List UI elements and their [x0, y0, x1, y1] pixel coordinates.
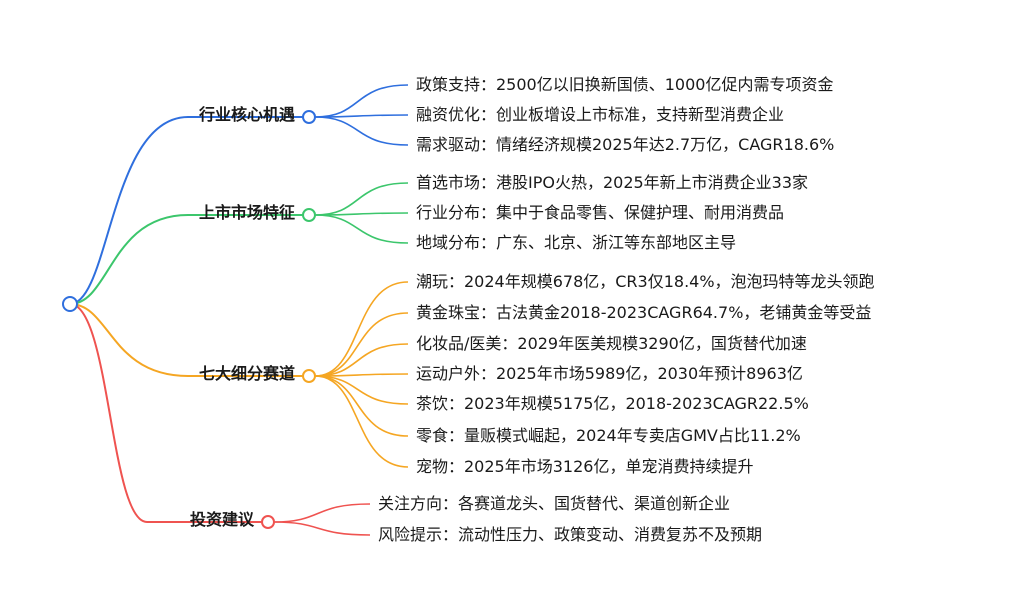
leaf-item: 融资优化：创业板增设上市标准，支持新型消费企业	[416, 105, 785, 124]
edge-branch-2-leaf-5	[314, 375, 409, 437]
leaf-item: 首选市场：港股IPO火热，2025年新上市消费企业33家	[416, 173, 809, 192]
edge-root-to-1	[69, 214, 189, 305]
edge-branch-1-leaf-2	[314, 214, 409, 244]
edge-branch-2-leaf-6	[314, 375, 409, 468]
root-node-icon	[62, 296, 78, 312]
edge-root-to-0	[69, 116, 189, 305]
leaf-item: 零食：量贩模式崛起，2024年专卖店GMV占比11.2%	[416, 426, 801, 445]
branch-node-icon	[261, 515, 275, 529]
branch-label: 投资建议	[189, 510, 254, 529]
edge-branch-2-leaf-3	[314, 373, 409, 377]
leaf-item: 茶饮：2023年规模5175亿，2018-2023CAGR22.5%	[416, 394, 809, 413]
edge-branch-2-leaf-0	[314, 281, 409, 377]
edge-branch-0-leaf-0	[314, 84, 409, 118]
leaf-item: 化妆品/医美：2029年医美规模3290亿，国货替代加速	[416, 334, 807, 353]
edge-root-to-3	[69, 303, 148, 523]
edge-branch-2-leaf-1	[314, 312, 409, 377]
edge-branch-2-leaf-2	[314, 343, 409, 377]
leaf-item: 潮玩：2024年规模678亿，CR3仅18.4%，泡泡玛特等龙头领跑	[416, 272, 875, 291]
edge-branch-1-leaf-0	[314, 182, 409, 216]
leaf-item: 宠物：2025年市场3126亿，单宠消费持续提升	[416, 457, 754, 476]
branch-label: 上市市场特征	[198, 203, 295, 222]
leaf-item: 关注方向：各赛道龙头、国货替代、渠道创新企业	[378, 494, 731, 513]
leaf-item: 政策支持：2500亿以旧换新国债、1000亿促内需专项资金	[416, 75, 834, 94]
leaf-item: 风险提示：流动性压力、政策变动、消费复苏不及预期	[378, 525, 763, 544]
edge-branch-0-leaf-1	[314, 114, 409, 118]
branch-node-icon	[302, 208, 316, 222]
branch-node-icon	[302, 110, 316, 124]
leaf-item: 需求驱动：情绪经济规模2025年达2.7万亿，CAGR18.6%	[416, 135, 835, 154]
branch-label: 七大细分赛道	[198, 364, 295, 383]
edge-root-to-2	[69, 303, 189, 377]
edge-branch-1-leaf-1	[314, 212, 409, 216]
leaf-item: 黄金珠宝：古法黄金2018-2023CAGR64.7%，老铺黄金等受益	[416, 303, 872, 322]
edge-branch-3-leaf-1	[273, 521, 371, 536]
branch-node-icon	[302, 369, 316, 383]
branch-label: 行业核心机遇	[198, 105, 295, 124]
leaf-item: 行业分布：集中于食品零售、保健护理、耐用消费品	[416, 203, 785, 222]
leaf-item: 运动户外：2025年市场5989亿，2030年预计8963亿	[416, 364, 803, 383]
edge-branch-2-leaf-4	[314, 375, 409, 405]
leaf-item: 地域分布：广东、北京、浙江等东部地区主导	[416, 233, 737, 252]
edge-branch-0-leaf-2	[314, 116, 409, 146]
edge-branch-3-leaf-0	[273, 503, 371, 523]
